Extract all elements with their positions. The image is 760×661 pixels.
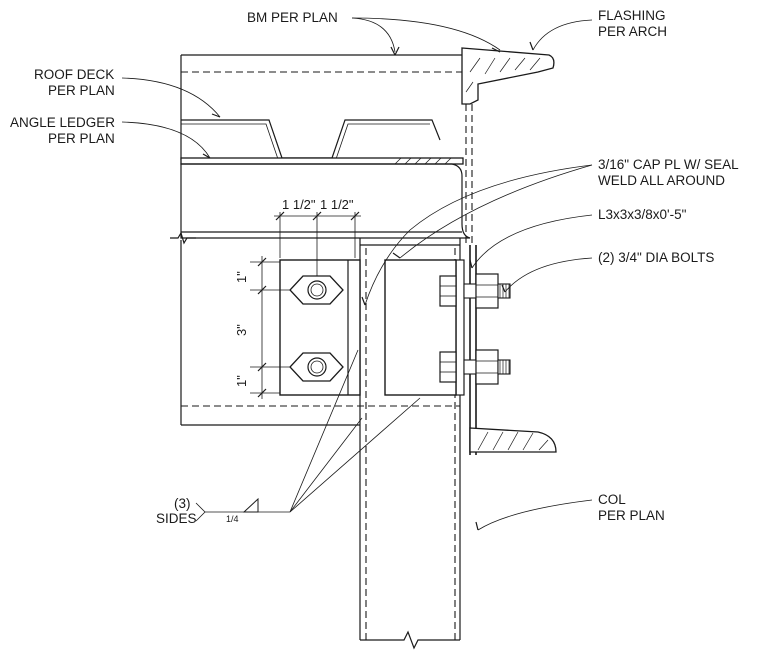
roof-deck (181, 119, 441, 163)
cap-plate (455, 259, 465, 396)
label-bm-per-plan: BM PER PLAN (247, 10, 338, 25)
callouts: BM PER PLAN FLASHING PER ARCH ROOF DECK … (10, 8, 739, 523)
label-cap-plate-weld: WELD ALL AROUND (598, 173, 725, 188)
bolt-side-bottom (439, 349, 511, 385)
weld-size: 1/4 (226, 514, 239, 524)
label-angle: L3x3x3/8x0'-5" (598, 207, 687, 222)
label-col-per-plan: PER PLAN (598, 508, 665, 523)
beam (170, 54, 462, 426)
weld-symbol: 1/4 (3) SIDES (156, 496, 259, 526)
label-angle-ledger: ANGLE LEDGER (10, 115, 115, 130)
label-bolts: (2) 3/4" DIA BOLTS (598, 250, 714, 265)
dim-gage-left: 1 1/2" (282, 197, 316, 212)
label-col: COL (598, 492, 626, 507)
label-cap-plate: 3/16" CAP PL W/ SEAL (598, 157, 739, 172)
angle-ledger (180, 157, 471, 239)
weld-sides: SIDES (156, 511, 197, 526)
dimension-bolt-spacing: 1" 3" 1" (234, 256, 290, 399)
dim-gage-right: 1 1/2" (320, 197, 354, 212)
label-angle-ledger-per-plan: PER PLAN (48, 131, 115, 146)
dim-edge-bottom: 1" (234, 375, 249, 387)
flashing (461, 47, 555, 245)
lower-flashing (469, 427, 557, 453)
label-flashing: FLASHING (598, 8, 666, 23)
dim-edge-top: 1" (234, 271, 249, 283)
weld-count: (3) (174, 496, 191, 511)
label-flashing-per-arch: PER ARCH (598, 24, 667, 39)
dim-bolt-spacing: 3" (234, 324, 249, 336)
dimension-bolt-gage: 1 1/2" 1 1/2" (274, 197, 361, 276)
label-roof-deck: ROOF DECK (34, 67, 114, 82)
label-roof-deck-per-plan: PER PLAN (48, 83, 115, 98)
bolt-side-top (439, 273, 511, 309)
